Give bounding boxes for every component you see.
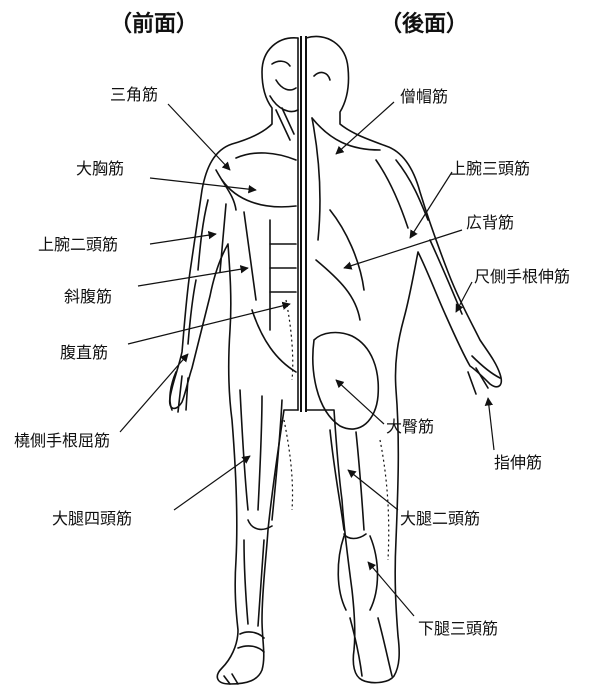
label-extensor-digitorum: 指伸筋 [494,454,542,472]
back-body-dotted-outline [380,440,389,560]
label-gluteus-maximus: 大臀筋 [386,418,434,436]
label-pectoralis-major: 大胸筋 [76,160,124,178]
label-hamstrings: 大腿二頭筋 [400,510,480,528]
leader-extensor-digitorum [488,398,494,450]
label-extensor-carpi-ulnaris: 尺側手根伸筋 [474,268,570,286]
leader-oblique [138,268,248,286]
back-body-figure [306,36,501,682]
center-divider [301,36,306,412]
label-triceps-surae: 下腿三頭筋 [418,620,498,638]
leader-deltoid [168,104,230,170]
leader-rectus [128,304,290,344]
front-body-figure [170,38,298,684]
front-view-heading: （前面） [110,6,198,38]
front-body-dotted-outline [284,300,293,510]
leader-flexor [120,354,188,432]
back-view-heading: （後面） [380,6,468,38]
front-leader-lines [120,104,290,510]
label-quadriceps: 大腿四頭筋 [52,510,132,528]
label-rectus-abdominis: 腹直筋 [60,344,108,362]
leader-biceps [150,234,216,244]
leader-triceps-surae [368,562,414,616]
label-oblique: 斜腹筋 [64,288,112,306]
label-latissimus-dorsi: 広背筋 [466,214,514,232]
leader-quadriceps [174,456,250,510]
label-deltoid: 三角筋 [110,86,158,104]
label-trapezius: 僧帽筋 [400,88,448,106]
leader-hamstrings [348,470,398,510]
label-triceps: 上腕三頭筋 [450,160,530,178]
label-flexor-carpi-radialis: 橈側手根屈筋 [14,432,110,450]
label-biceps: 上腕二頭筋 [38,236,118,254]
